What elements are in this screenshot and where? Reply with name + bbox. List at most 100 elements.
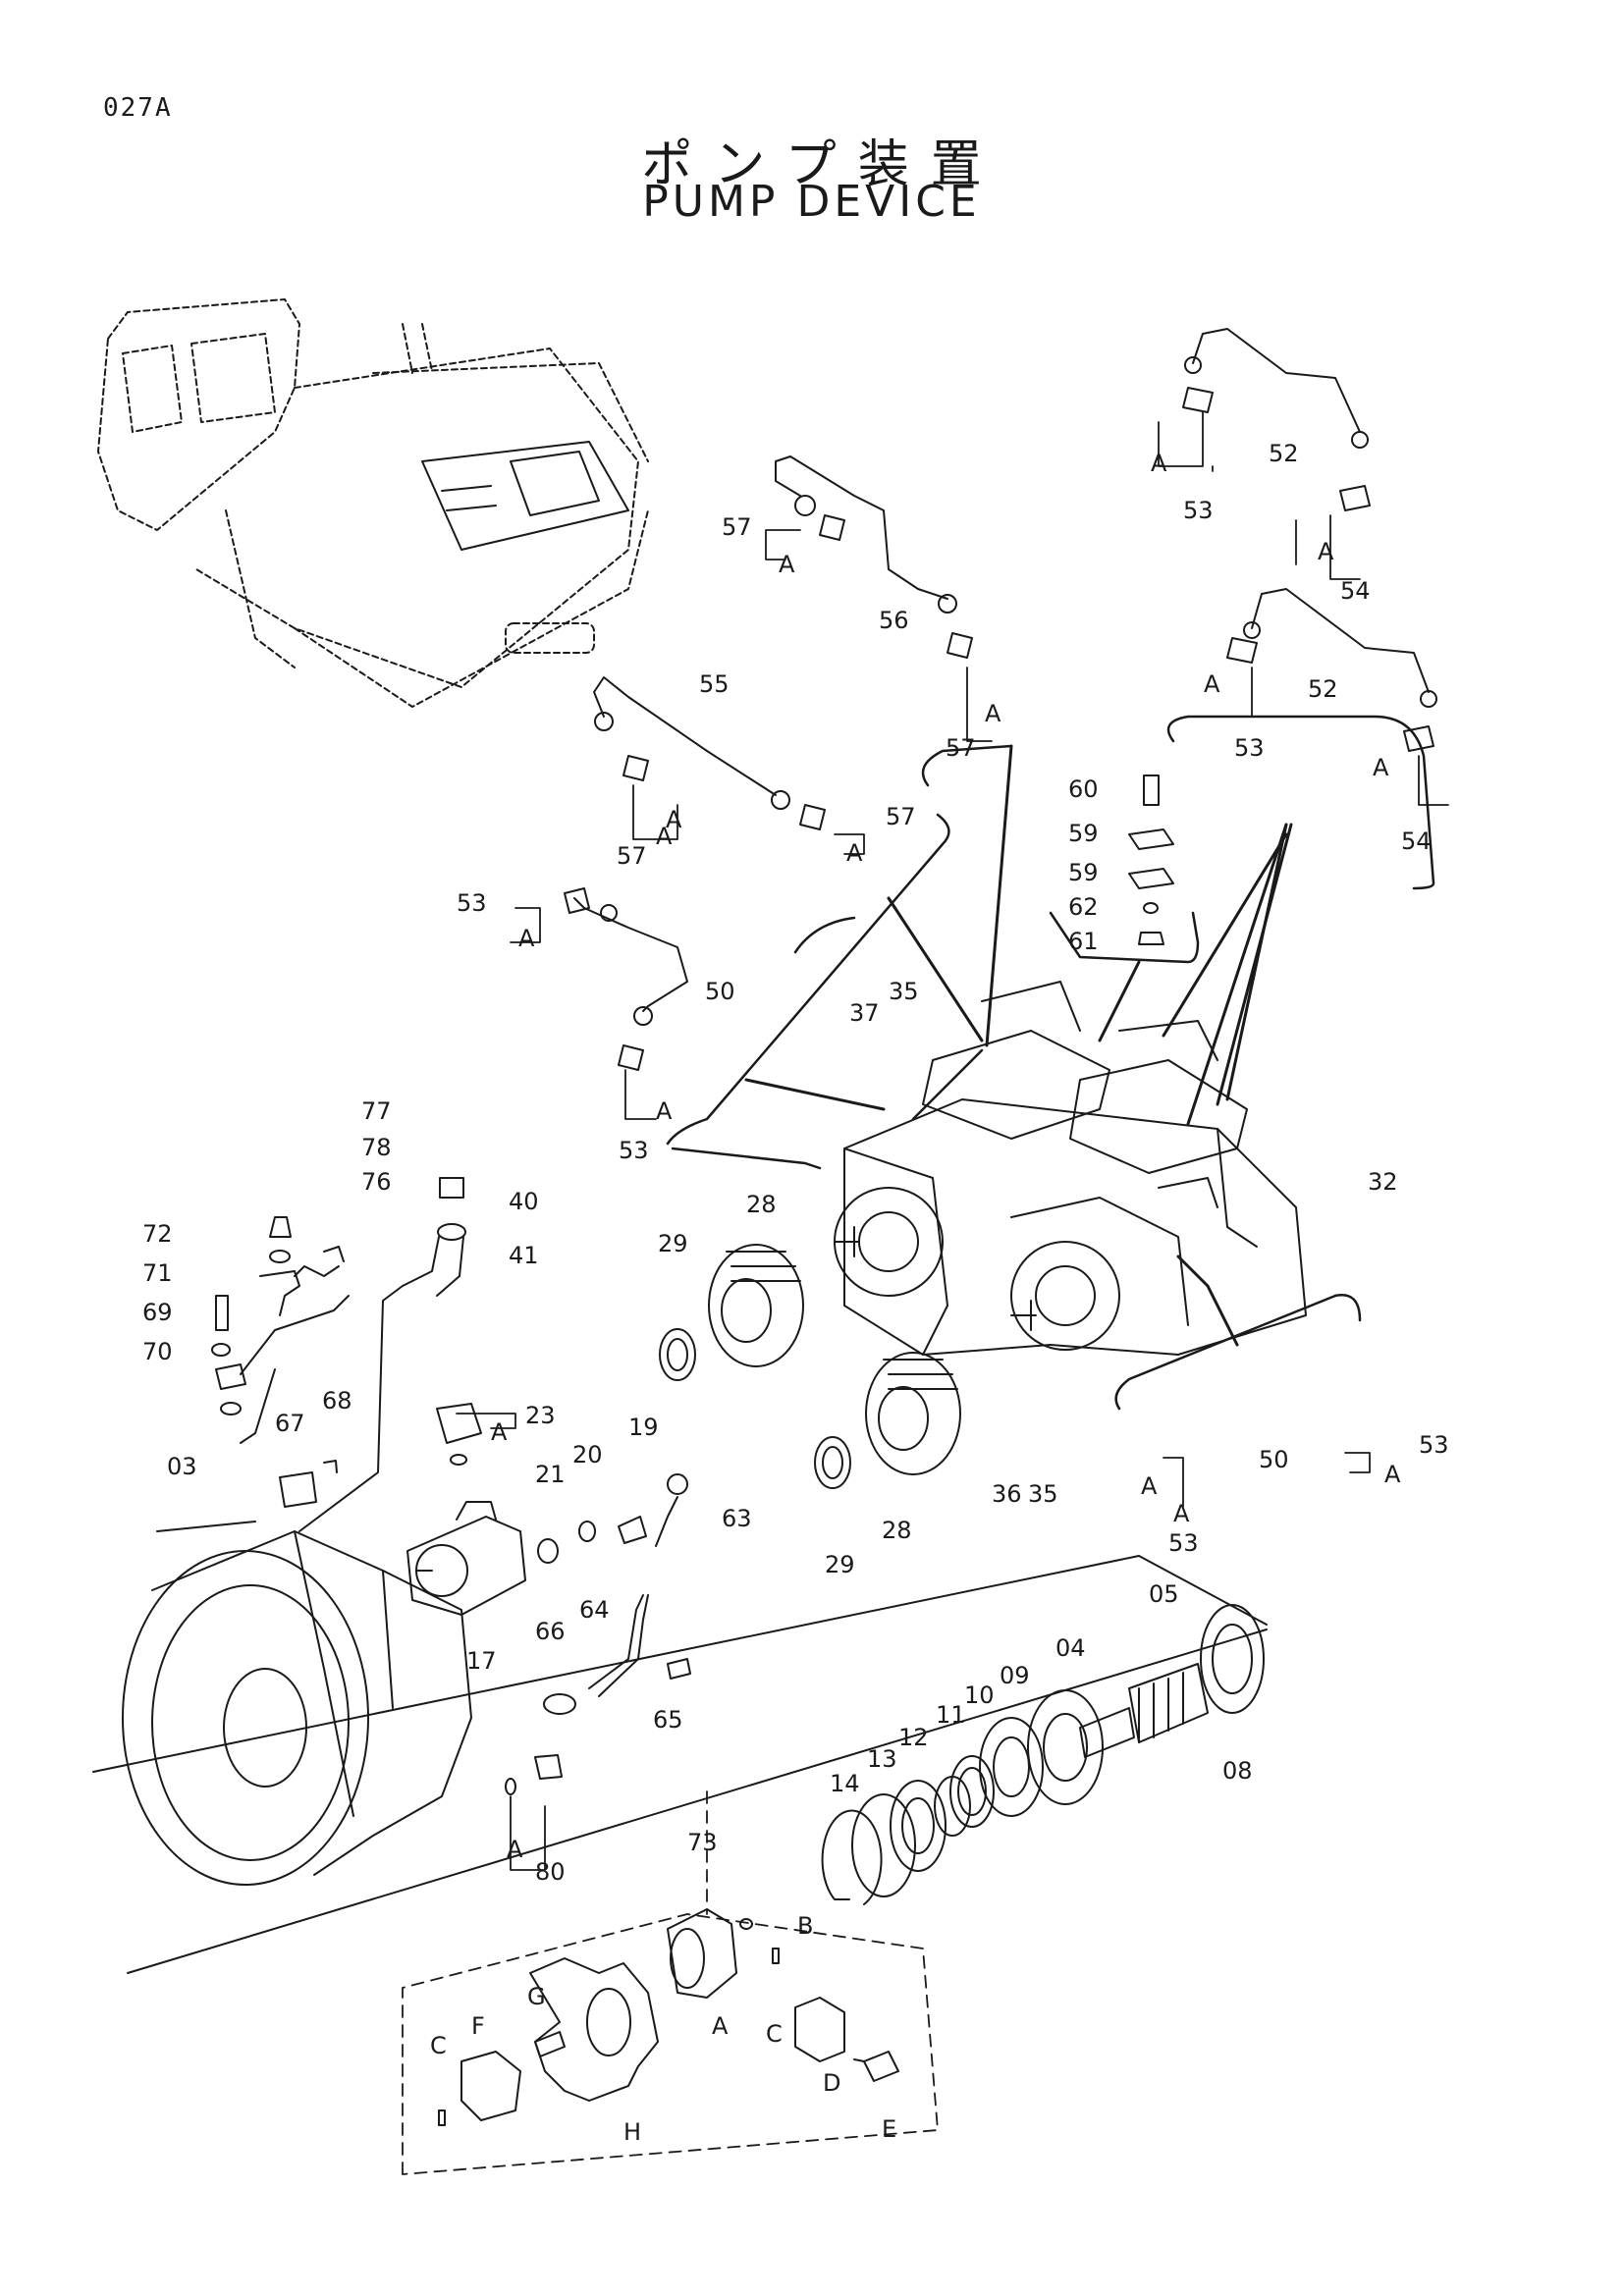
clamp-D xyxy=(794,1997,845,2062)
engine-block-sketch xyxy=(421,441,629,551)
main-pump-assembly xyxy=(834,981,1307,1356)
ring-11 xyxy=(934,1776,971,1837)
callout-67: 67 xyxy=(275,1410,305,1437)
pilot-pipe-56 xyxy=(775,455,973,659)
ref-F: F xyxy=(471,2012,485,2040)
tube-64-66 xyxy=(543,1594,691,1715)
callout-80: 80 xyxy=(535,1858,566,1886)
bracket-parts-59-62 xyxy=(1128,774,1174,945)
excavator-overview-drawing xyxy=(97,298,649,708)
leader-lines xyxy=(456,411,1449,1871)
dipstick-63 xyxy=(655,1473,688,1547)
ref-B: B xyxy=(797,1912,813,1940)
title-english: PUMP DEVICE xyxy=(642,177,981,227)
plate-67 xyxy=(279,1460,338,1508)
gear-04 xyxy=(1027,1689,1104,1805)
callout-10: 10 xyxy=(964,1682,995,1709)
callout-53: 53 xyxy=(1234,734,1265,762)
callout-17: 17 xyxy=(466,1647,497,1675)
callout-35: 35 xyxy=(889,978,919,1005)
pilot-pipe-52-upper xyxy=(1182,328,1371,511)
callout-04: 04 xyxy=(1055,1634,1086,1662)
callout-40: 40 xyxy=(509,1188,539,1215)
callout-70: 70 xyxy=(142,1338,173,1365)
bearing-08 xyxy=(1200,1604,1265,1714)
letter-reference-labels: A A A A A A A A A A A A A A A A A B C C … xyxy=(430,450,1401,2146)
callout-55: 55 xyxy=(699,670,730,698)
callout-37: 37 xyxy=(849,999,880,1027)
ring-10 xyxy=(949,1755,995,1828)
pilot-pipe-52-lower xyxy=(1226,588,1437,752)
callout-28: 28 xyxy=(746,1191,777,1218)
plug-80 xyxy=(505,1754,563,1795)
callout-57: 57 xyxy=(946,734,976,762)
ref-A: A xyxy=(779,551,795,578)
snap-ring-29-lower xyxy=(814,1436,851,1489)
callout-20: 20 xyxy=(572,1441,603,1468)
ref-A: A xyxy=(1141,1472,1158,1500)
callout-54: 54 xyxy=(1340,577,1371,605)
ref-A: A xyxy=(666,806,682,833)
bearing-09 xyxy=(979,1717,1044,1817)
callout-14: 14 xyxy=(830,1770,860,1797)
coupling-element-H xyxy=(529,1957,659,2102)
connector-lines xyxy=(744,744,1293,1347)
callout-60: 60 xyxy=(1068,775,1099,803)
group-boundary-lines xyxy=(666,715,1435,1411)
callout-78: 78 xyxy=(361,1134,392,1161)
callout-53: 53 xyxy=(619,1137,649,1164)
callout-76: 76 xyxy=(361,1168,392,1196)
ref-A: A xyxy=(656,1097,673,1125)
valve-23 xyxy=(436,1403,482,1466)
callout-68: 68 xyxy=(322,1387,352,1415)
ref-A: A xyxy=(1173,1500,1190,1527)
ref-H: H xyxy=(623,2118,641,2146)
seals-19-21 xyxy=(537,1516,647,1564)
seal-12 xyxy=(890,1780,947,1872)
callout-50: 50 xyxy=(705,978,735,1005)
clamp-F xyxy=(460,2051,521,2121)
callout-13: 13 xyxy=(867,1745,897,1773)
ref-A: A xyxy=(712,2012,729,2040)
callout-labels: 52 53 54 57 56 57 52 53 54 55 57 57 60 5… xyxy=(142,440,1449,1886)
callout-50: 50 xyxy=(1259,1446,1289,1473)
callout-29: 29 xyxy=(825,1551,855,1578)
callout-11: 11 xyxy=(936,1701,966,1729)
callout-56: 56 xyxy=(879,607,909,634)
callout-19: 19 xyxy=(628,1414,659,1441)
pins-B-C xyxy=(438,1918,780,2126)
callout-05: 05 xyxy=(1149,1580,1179,1608)
ref-C: C xyxy=(430,2032,447,2059)
plate-13 xyxy=(851,1793,916,1897)
callout-57: 57 xyxy=(617,842,647,870)
ref-A: A xyxy=(846,839,863,867)
pilot-pipe-55 xyxy=(593,676,826,830)
callout-08: 08 xyxy=(1222,1757,1253,1785)
callout-53: 53 xyxy=(457,889,487,917)
callout-54: 54 xyxy=(1401,828,1432,855)
callout-29: 29 xyxy=(658,1230,688,1257)
callout-59: 59 xyxy=(1068,859,1099,886)
sensor-harness xyxy=(211,1216,350,1444)
ref-C: C xyxy=(766,2020,783,2048)
bolt-G xyxy=(534,2031,566,2057)
snap-ring-14 xyxy=(821,1809,883,1905)
hub-A xyxy=(667,1908,737,1999)
ref-A: A xyxy=(1151,450,1167,477)
bearing-housing-box xyxy=(92,1555,1268,1974)
ref-A: A xyxy=(507,1836,523,1863)
gear-28-upper xyxy=(708,1244,804,1367)
callout-77: 77 xyxy=(361,1097,392,1125)
callout-21: 21 xyxy=(535,1461,566,1488)
snap-ring-29-upper xyxy=(659,1328,696,1381)
callout-03: 03 xyxy=(167,1453,197,1480)
callout-53: 53 xyxy=(1168,1529,1199,1557)
callout-12: 12 xyxy=(898,1724,929,1751)
title-japanese: ポンプ装置 xyxy=(641,135,1003,194)
ref-A: A xyxy=(491,1418,508,1446)
ref-A: A xyxy=(1373,754,1389,781)
callout-62: 62 xyxy=(1068,893,1099,921)
bolt-E xyxy=(853,2051,899,2082)
callout-23: 23 xyxy=(525,1402,556,1429)
